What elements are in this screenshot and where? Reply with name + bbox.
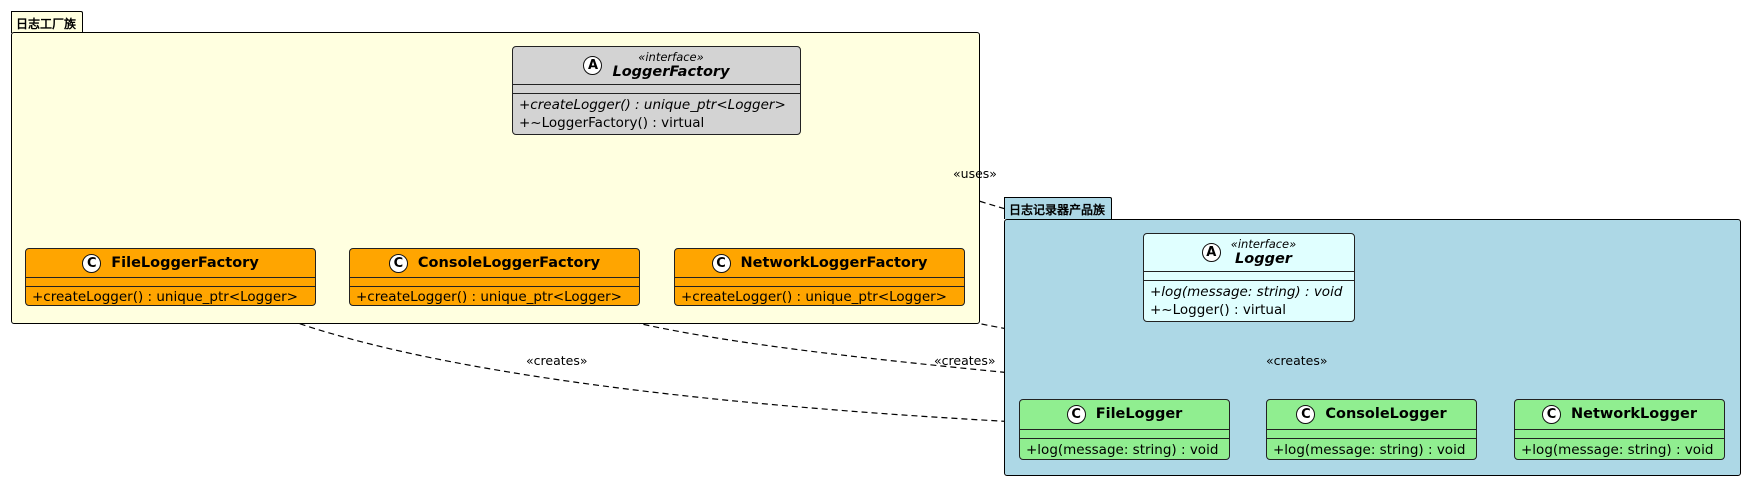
class-icon: C	[1542, 405, 1561, 424]
class-console-logger-factory[interactable]: C ConsoleLoggerFactory +createLogger() :…	[349, 248, 640, 306]
operation: +createLogger() : unique_ptr<Logger>	[356, 289, 622, 305]
attributes-compartment	[350, 278, 639, 287]
abstract-class-icon: A	[1201, 243, 1221, 262]
class-header: A «interface» Logger	[1144, 234, 1354, 272]
attributes-compartment	[1267, 430, 1476, 439]
class-name: NetworkLoggerFactory	[740, 254, 928, 271]
class-header: C NetworkLoggerFactory	[675, 249, 964, 278]
operation: +createLogger() : unique_ptr<Logger>	[681, 289, 947, 305]
operation: +createLogger() : unique_ptr<Logger>	[519, 97, 786, 113]
attributes-compartment	[675, 278, 964, 287]
class-header: C NetworkLogger	[1515, 400, 1724, 430]
class-icon: C	[1066, 405, 1086, 424]
class-name: ConsoleLoggerFactory	[417, 254, 601, 271]
attributes-compartment	[1515, 430, 1724, 439]
class-name: ConsoleLogger	[1325, 406, 1447, 423]
class-name: LoggerFactory	[612, 63, 730, 80]
creates-label-network: «creates»	[1266, 353, 1328, 368]
creates-label-file: «creates»	[526, 353, 588, 368]
operations-compartment: +log(message: string) : void +~Logger() …	[1144, 281, 1354, 321]
package-tab-factory: 日志工厂族	[11, 11, 84, 33]
class-header: C FileLoggerFactory	[26, 249, 315, 278]
operations-compartment: +createLogger() : unique_ptr<Logger>	[26, 287, 315, 308]
class-icon: C	[82, 253, 102, 273]
operation: +log(message: string) : void	[1150, 284, 1343, 300]
attributes-compartment	[1020, 430, 1229, 439]
class-name: NetworkLogger	[1571, 406, 1697, 423]
uses-label: «uses»	[953, 166, 997, 181]
class-logger-factory[interactable]: A «interface» LoggerFactory +createLogge…	[512, 46, 801, 135]
operations-compartment: +createLogger() : unique_ptr<Logger>	[350, 287, 639, 308]
class-icon: C	[1296, 405, 1316, 424]
class-network-logger-factory[interactable]: C NetworkLoggerFactory +createLogger() :…	[674, 248, 965, 306]
class-name: FileLoggerFactory	[111, 254, 259, 271]
class-file-logger-factory[interactable]: C FileLoggerFactory +createLogger() : un…	[25, 248, 316, 306]
package-title-factory: 日志工厂族	[16, 17, 77, 31]
class-console-logger[interactable]: C ConsoleLogger +log(message: string) : …	[1266, 399, 1477, 460]
operations-compartment: +createLogger() : unique_ptr<Logger> +~L…	[513, 94, 800, 134]
operations-compartment: +createLogger() : unique_ptr<Logger>	[675, 287, 964, 308]
attributes-compartment	[26, 278, 315, 287]
operation: +log(message: string) : void	[1273, 442, 1466, 458]
operation: +log(message: string) : void	[1521, 442, 1714, 458]
operation: +createLogger() : unique_ptr<Logger>	[32, 289, 298, 305]
abstract-class-icon: A	[583, 56, 603, 75]
operation: +~LoggerFactory() : virtual	[519, 115, 705, 131]
class-header: C ConsoleLoggerFactory	[350, 249, 639, 278]
class-header: A «interface» LoggerFactory	[513, 47, 800, 85]
package-title-products: 日志记录器产品族	[1009, 203, 1106, 217]
attributes-compartment	[1144, 272, 1354, 281]
operation: +~Logger() : virtual	[1150, 302, 1286, 318]
creates-file-logger	[252, 305, 1018, 422]
operations-compartment: +log(message: string) : void	[1020, 439, 1229, 461]
class-file-logger[interactable]: C FileLogger +log(message: string) : voi…	[1019, 399, 1230, 460]
operations-compartment: +log(message: string) : void	[1515, 439, 1724, 461]
operation: +log(message: string) : void	[1026, 442, 1219, 458]
package-tab-products: 日志记录器产品族	[1004, 197, 1113, 219]
class-icon: C	[711, 253, 731, 273]
class-logger[interactable]: A «interface» Logger +log(message: strin…	[1143, 233, 1355, 322]
class-header: C FileLogger	[1020, 400, 1229, 430]
class-name: FileLogger	[1095, 406, 1183, 423]
class-stereotype: «interface»	[638, 49, 704, 64]
class-stereotype: «interface»	[1230, 236, 1297, 251]
class-network-logger[interactable]: C NetworkLogger +log(message: string) : …	[1514, 399, 1725, 460]
attributes-compartment	[513, 85, 800, 94]
operations-compartment: +log(message: string) : void	[1267, 439, 1476, 461]
class-name: Logger	[1235, 250, 1292, 267]
class-icon: C	[388, 253, 408, 273]
class-header: C ConsoleLogger	[1267, 400, 1476, 430]
creates-label-console: «creates»	[934, 353, 996, 368]
